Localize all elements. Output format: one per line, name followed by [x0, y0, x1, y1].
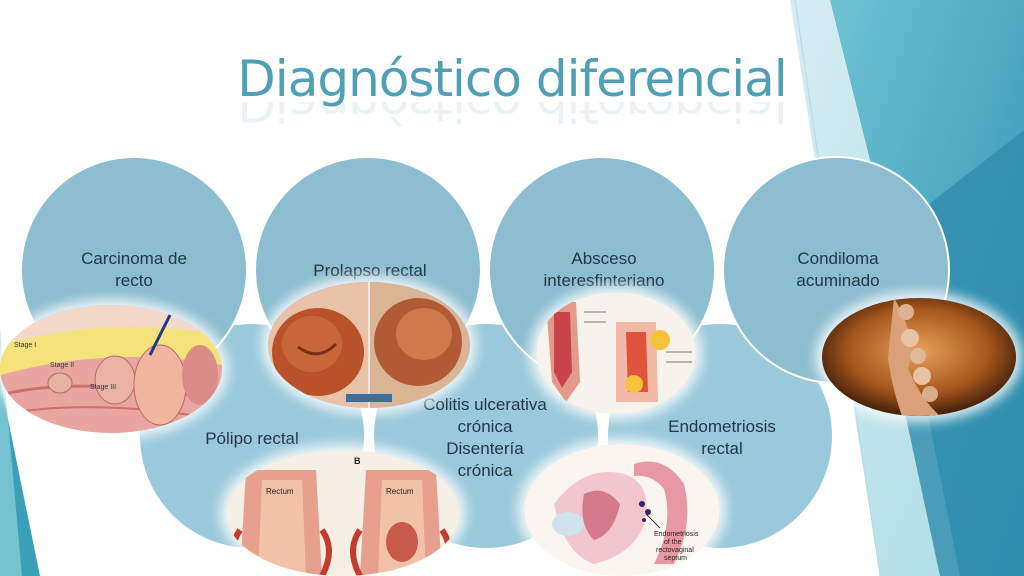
label-colitis: Colitis ulcerativa crónica Disentería cr…: [405, 394, 565, 482]
label-colitis-line3: Disentería: [446, 439, 524, 458]
label-endometriosis-line2: rectal: [701, 439, 743, 458]
label-carcinoma: Carcinoma de recto: [54, 248, 214, 292]
label-polipo: Pólipo rectal: [172, 428, 332, 450]
label-endometriosis-line1: Endometriosis: [668, 417, 776, 436]
label-carcinoma-line2: recto: [115, 271, 153, 290]
endometriosis-image: Endometriosis of the rectovaginal septum: [524, 444, 720, 576]
polipo-image: Rectum Rectum B: [226, 450, 460, 576]
label-endometriosis: Endometriosis rectal: [642, 416, 802, 460]
carcinoma-stage2-label: Stage II: [50, 362, 74, 369]
endometriosis-caption-1: Endometriosis: [654, 531, 699, 538]
label-absceso-line2: interesfinteriano: [543, 271, 665, 290]
page-title: Diagnóstico diferencial: [237, 50, 787, 108]
absceso-image: [536, 292, 696, 414]
label-colitis-line2: crónica: [457, 417, 513, 436]
label-condiloma-line1: Condiloma: [797, 249, 879, 268]
label-colitis-line1: Colitis ulcerativa: [423, 395, 547, 414]
endometriosis-caption-4: septum: [664, 555, 687, 562]
label-colitis-line4: crónica: [457, 461, 513, 480]
label-prolapso-line1: Prolapso rectal: [313, 261, 427, 280]
label-prolapso: Prolapso rectal: [290, 260, 450, 282]
label-carcinoma-line1: Carcinoma de: [81, 249, 187, 268]
condiloma-image: [822, 298, 1016, 416]
endometriosis-caption-2: of the: [664, 539, 682, 546]
carcinoma-image: Stage I Stage II Stage III: [0, 305, 222, 433]
bg-shape-left-light: [0, 330, 22, 576]
label-polipo-line1: Pólipo rectal: [205, 429, 299, 448]
label-condiloma: Condiloma acuminado: [758, 248, 918, 292]
polipo-rectum-b-label: Rectum: [386, 487, 414, 496]
endometriosis-caption-3: rectovaginal: [656, 547, 694, 554]
label-absceso: Absceso interesfinteriano: [522, 248, 686, 292]
prolapso-image: [268, 282, 470, 408]
label-absceso-line1: Absceso: [571, 249, 637, 268]
polipo-rectum-a-label: Rectum: [266, 487, 294, 496]
carcinoma-stage3-label: Stage III: [90, 384, 116, 391]
carcinoma-stage1-label: Stage I: [14, 342, 36, 349]
polipo-panel-b-label: B: [354, 456, 361, 466]
title-reflection: Diagnóstico diferencial: [0, 102, 1024, 128]
label-condiloma-line2: acuminado: [796, 271, 880, 290]
